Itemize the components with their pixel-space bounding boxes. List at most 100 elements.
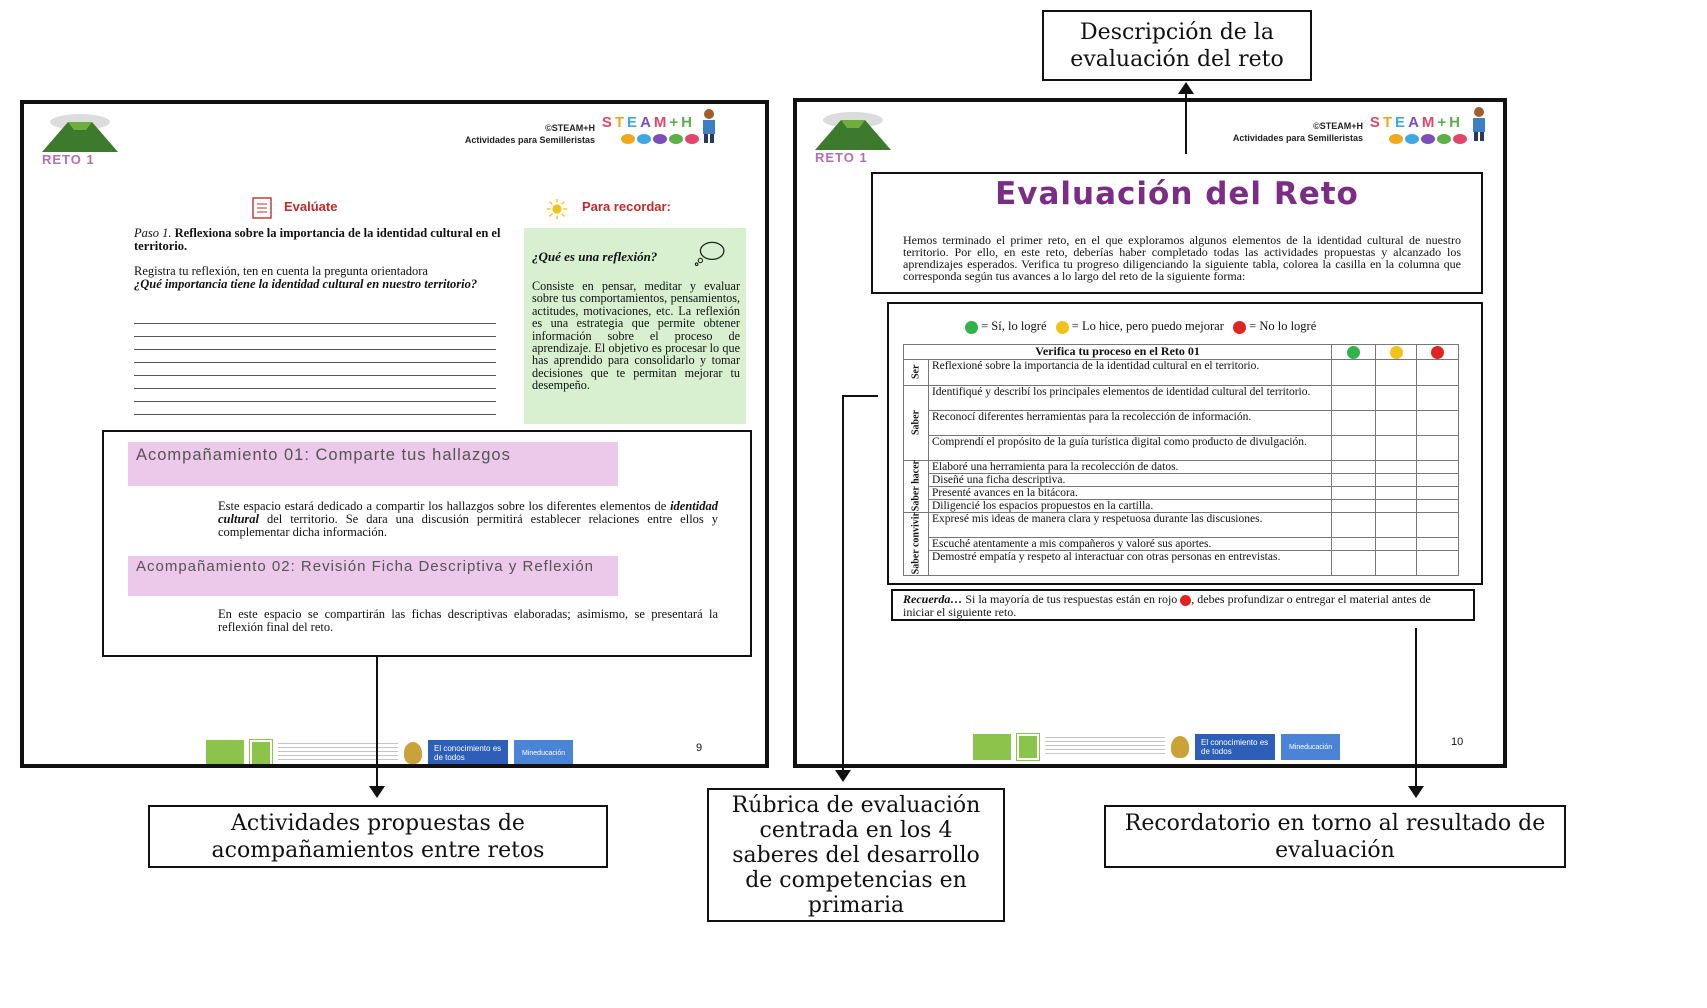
- page-number: 10: [1451, 736, 1464, 748]
- paso-text: Reflexiona sobre la importancia de la id…: [134, 226, 501, 253]
- rubric-cell-red[interactable]: [1416, 459, 1459, 474]
- rubric-criterion: Reflexioné sobre la importancia de la id…: [927, 358, 1333, 386]
- answer-line[interactable]: [134, 349, 496, 350]
- red-dot-icon: [1431, 345, 1445, 359]
- rubric-criterion: Reconocí diferentes herramientas para la…: [927, 409, 1333, 436]
- acomp-1-title: Acompañamiento 01: Comparte tus hallazgo…: [128, 442, 618, 486]
- acomp-1-text-em: identidad cultural: [218, 499, 718, 526]
- volcano-logo-icon: [815, 112, 891, 150]
- brand-line2: Actividades para Semilleristas: [464, 135, 595, 145]
- right-footer: El conocimiento es de todos Mineducación: [973, 733, 1341, 761]
- rubric-cell-red[interactable]: [1416, 384, 1459, 411]
- rubric-cell-red[interactable]: [1416, 511, 1459, 539]
- rubric-cell-yellow[interactable]: [1374, 537, 1418, 552]
- arrow-line: [1185, 90, 1187, 154]
- answer-line[interactable]: [134, 323, 496, 324]
- rubric-cell-red[interactable]: [1416, 409, 1459, 436]
- right-page: RETO 1 ©STEAM+H Actividades para Semille…: [793, 98, 1507, 768]
- rubric-cell-red[interactable]: [1416, 498, 1459, 513]
- legend-yellow: = Lo hice, pero puedo mejorar: [1071, 319, 1224, 333]
- rubric-criterion: Comprendí el propósito de la guía turíst…: [927, 434, 1333, 461]
- evaluate-title: Evalúate: [284, 199, 338, 214]
- volcano-logo-icon: [42, 114, 118, 152]
- rubric-cell-yellow[interactable]: [1374, 384, 1418, 411]
- page-number: 9: [696, 742, 703, 754]
- rubric-cell-yellow[interactable]: [1374, 358, 1418, 386]
- rubric-cell-red[interactable]: [1416, 472, 1459, 487]
- rubric-criterion: Diseñé una ficha descriptiva.: [927, 472, 1333, 487]
- footer-mineducacion: Mineducación: [514, 740, 574, 764]
- answer-line[interactable]: [134, 362, 496, 363]
- callout-rubric: Rúbrica de evaluación centrada en los 4 …: [707, 788, 1005, 922]
- reto-label: RETO 1: [42, 152, 95, 167]
- rubric-cell-yellow[interactable]: [1374, 409, 1418, 436]
- rubric-cell-green[interactable]: [1331, 537, 1376, 552]
- kid-mascot-icon: [1473, 107, 1485, 141]
- recuerda-pre: Si la mayoría de tus respuestas están en…: [962, 592, 1181, 606]
- registra-text: Registra tu reflexión, ten en cuenta la …: [134, 265, 504, 291]
- rubric-cell-red[interactable]: [1416, 537, 1459, 552]
- rubric-cell-green[interactable]: [1331, 498, 1376, 513]
- rubric-cell-green[interactable]: [1331, 459, 1376, 474]
- rubric-cell-green[interactable]: [1331, 384, 1376, 411]
- arrow-line: [376, 656, 378, 788]
- answer-line[interactable]: [134, 414, 496, 415]
- footer-credits: [1045, 737, 1165, 757]
- rubric-cell-green[interactable]: [1331, 550, 1376, 577]
- evaluation-title: Evaluación del Reto: [995, 176, 1359, 212]
- rubric-criterion: Diligencié los espacios propuestos en la…: [927, 498, 1333, 513]
- rubric-box: = Sí, lo logré = Lo hice, pero puedo mej…: [887, 302, 1483, 585]
- legend-green: = Sí, lo logré: [981, 319, 1047, 333]
- rubric-table: Verifica tu proceso en el Reto 01 Ser Re…: [902, 344, 1459, 577]
- answer-line[interactable]: [134, 375, 496, 376]
- rubric-cell-yellow[interactable]: [1374, 511, 1418, 539]
- acomp-2-title: Acompañamiento 02: Revisión Ficha Descri…: [128, 556, 618, 596]
- rubric-cell-green[interactable]: [1331, 511, 1376, 539]
- arrow-head-down: [369, 786, 385, 798]
- rubric-cell-green[interactable]: [1331, 434, 1376, 461]
- acomp-1-text: Este espacio estará dedicado a compartir…: [218, 500, 718, 539]
- acomp-2-text: En este espacio se compartirán las ficha…: [218, 607, 718, 634]
- paso-label: Paso 1.: [134, 226, 172, 240]
- rubric-criterion: Presenté avances en la bitácora.: [927, 485, 1333, 500]
- thought-bubble-icon: [694, 241, 725, 266]
- rubric-cell-red[interactable]: [1416, 485, 1459, 500]
- rubric-criterion: Demostré empatía y respeto al interactua…: [927, 550, 1333, 577]
- group-label-saber-convivir: Saber convivir: [903, 512, 929, 576]
- arrow-line: [842, 395, 844, 770]
- rubric-header: Verifica tu proceso en el Reto 01: [902, 344, 1333, 360]
- answer-line[interactable]: [134, 401, 496, 402]
- rubric-cell-red[interactable]: [1416, 434, 1459, 461]
- rubric-cell-green[interactable]: [1331, 472, 1376, 487]
- rubric-cell-yellow[interactable]: [1374, 472, 1418, 487]
- green-dot-icon: [1347, 345, 1360, 359]
- rubric-cell-red[interactable]: [1416, 550, 1459, 577]
- footer-mineducacion: Mineducación: [1281, 734, 1341, 760]
- recuerda-box: Recuerda… Si la mayoría de tus respuesta…: [891, 589, 1475, 621]
- answer-line[interactable]: [134, 388, 496, 389]
- acomp-1-text-pre: Este espacio estará dedicado a compartir…: [218, 499, 671, 513]
- rubric-cell-red[interactable]: [1416, 358, 1459, 386]
- legend-red: = No lo logré: [1249, 319, 1317, 333]
- kid-mascot-icon: [703, 109, 715, 143]
- rubric-cell-yellow[interactable]: [1374, 459, 1418, 474]
- evaluation-intro-box: Evaluación del Reto Hemos terminado el p…: [871, 172, 1483, 294]
- callout-reminder: Recordatorio en torno al resultado de ev…: [1104, 805, 1566, 868]
- acomp-1-text-post: del territorio. Se dara una discusión pe…: [218, 512, 718, 539]
- rubric-cell-green[interactable]: [1331, 409, 1376, 436]
- evaluation-intro: Hemos terminado el primer reto, en el qu…: [903, 233, 1461, 283]
- rubric-cell-yellow[interactable]: [1374, 434, 1418, 461]
- callout-text: Descripción de la evaluación del reto: [1070, 19, 1284, 72]
- steam-dots-icon: [621, 134, 699, 144]
- rubric-cell-green[interactable]: [1331, 485, 1376, 500]
- rubric-cell-yellow[interactable]: [1374, 485, 1418, 500]
- reflection-definition: Consiste en pensar, meditar y evaluar so…: [532, 279, 740, 393]
- rubric-cell-green[interactable]: [1331, 358, 1376, 386]
- brand-line1: ©STEAM+H: [1313, 121, 1363, 131]
- rubric-cell-yellow[interactable]: [1374, 550, 1418, 577]
- steam-logo: STEAM+H: [1369, 114, 1463, 131]
- rubric-cell-yellow[interactable]: [1374, 498, 1418, 513]
- answer-line[interactable]: [134, 336, 496, 337]
- footer-logo-green2: [249, 739, 273, 764]
- reflection-question: ¿Qué es una reflexión?: [532, 249, 658, 264]
